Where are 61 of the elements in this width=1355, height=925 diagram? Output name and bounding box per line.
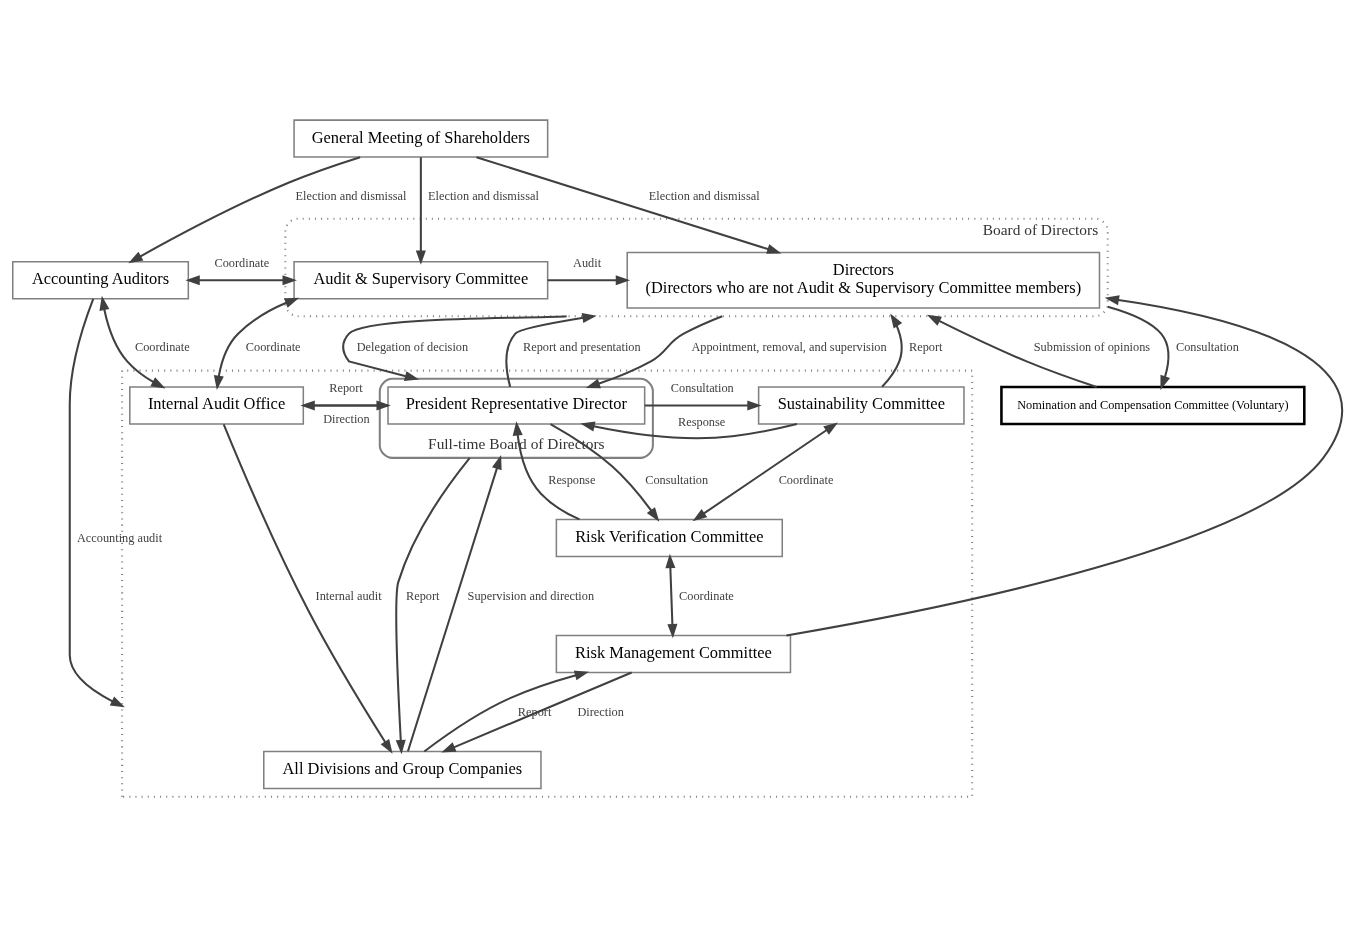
edge-label: Coordinate: [134, 340, 190, 355]
arrow: [406, 454, 502, 752]
arrow: [441, 671, 633, 753]
edge-label: Coordinate: [245, 340, 301, 355]
edge-label: Consultation: [645, 472, 709, 487]
edge-label: Response: [678, 415, 726, 430]
edge-label: Election and dismissal: [428, 189, 539, 204]
node-box: President Representative Director: [387, 386, 646, 425]
arrow: [99, 295, 166, 389]
node-box: Risk Management Committee: [555, 634, 792, 674]
arrow: [580, 421, 798, 440]
arrow: [342, 315, 567, 381]
edge-label: Election and dismissal: [648, 189, 760, 204]
edge-label: Internal audit: [315, 588, 382, 603]
arrow: [505, 313, 597, 388]
arrow: [222, 423, 393, 754]
edge-label: Direction: [577, 704, 624, 719]
arrow: [665, 553, 678, 639]
edge-label: Election and dismissal: [295, 189, 407, 204]
edge-label: Audit: [573, 256, 602, 271]
arrow: [547, 275, 631, 286]
edge-label: Supervision and direction: [467, 588, 595, 603]
arrow: [68, 298, 125, 708]
edge-label: Accounting audit: [76, 530, 163, 545]
edge-label: Response: [548, 472, 596, 487]
arrow: [476, 156, 782, 254]
arrow: [128, 156, 361, 264]
arrow: [692, 422, 838, 522]
arrow: [644, 400, 762, 411]
edge-label: Delegation of decision: [356, 340, 469, 355]
edge-label: Appointment, removal, and supervision: [691, 340, 887, 355]
edge-label: Direction: [323, 412, 370, 427]
node-box: Internal Audit Office: [129, 386, 305, 425]
arrow: [1107, 305, 1170, 390]
node-box: General Meeting of Shareholders: [293, 119, 549, 158]
edge-label: Report and presentation: [523, 340, 641, 355]
node-box: Directors (Directors who are not Audit & Supervisory Committee members): [626, 251, 1101, 309]
arrow: [549, 423, 660, 522]
edge-label: Consultation: [670, 381, 734, 396]
node-box: Audit & Supervisory Committee: [293, 261, 549, 300]
arrow: [213, 297, 300, 391]
arrow: [423, 670, 590, 753]
node-box: Risk Verification Committee: [555, 518, 783, 558]
arrow: [926, 314, 1097, 388]
arrow: [585, 315, 723, 389]
arrow: [786, 295, 1343, 637]
arrow: [395, 457, 471, 755]
edge-label: Report: [405, 588, 440, 603]
node-box: Sustainability Committee: [757, 386, 965, 425]
node-box: All Divisions and Group Companies: [263, 750, 542, 790]
edge-label: Consultation: [1175, 340, 1239, 355]
node-box: Accounting Auditors: [12, 261, 190, 300]
edge-label: Submission of opinions: [1033, 340, 1151, 355]
edge-label: Report: [329, 381, 363, 396]
edge-label: Coordinate: [778, 472, 834, 487]
node-box: Nomination and Compensation Committee (Voluntary): [1000, 385, 1306, 426]
edge-label: Coordinate: [679, 588, 734, 603]
edge-label: Coordinate: [214, 256, 270, 271]
arrow: [415, 157, 426, 265]
arrow: [185, 275, 297, 286]
edge-label: Report: [909, 340, 943, 355]
